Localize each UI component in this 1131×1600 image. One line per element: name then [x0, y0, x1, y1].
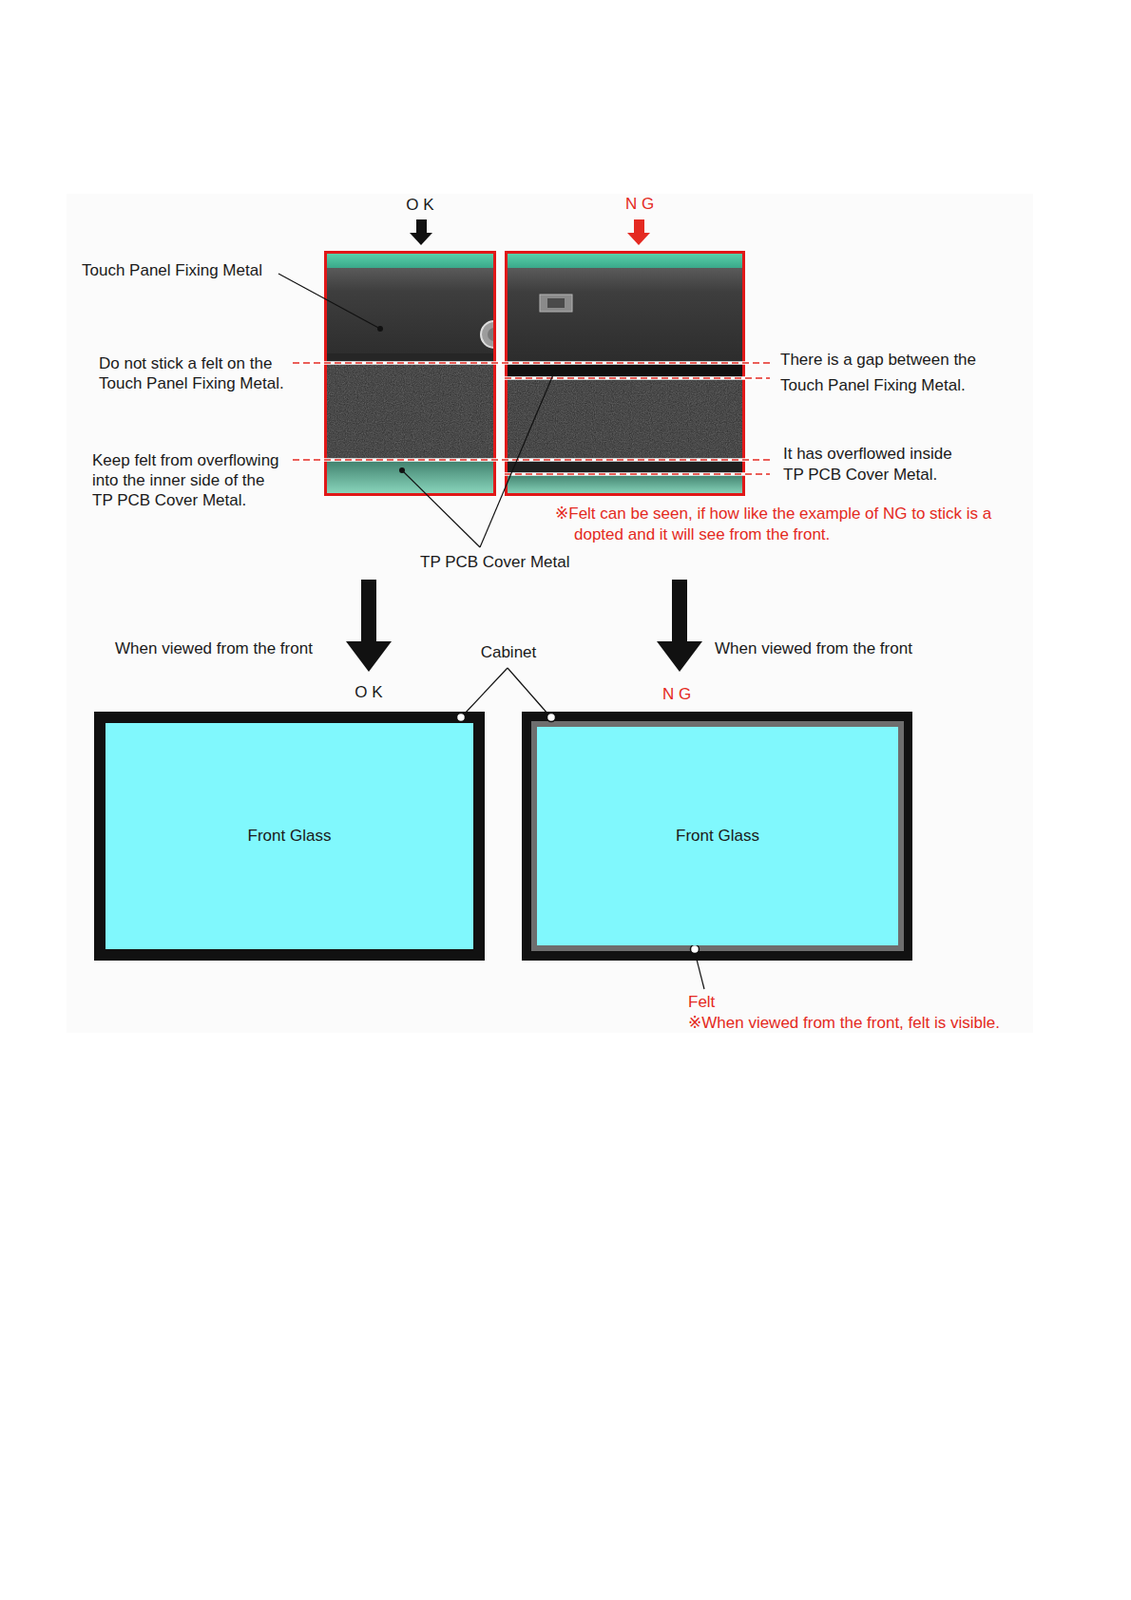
warning-note: ※When viewed from the front, felt is vis…: [688, 1014, 1000, 1034]
down-arrow-ng: [627, 219, 651, 246]
warning-note: ※Felt can be seen, if how like the examp…: [555, 503, 1036, 546]
defect-note: It has overflowed inside TP PCB Cover Me…: [783, 443, 974, 486]
status-mark: N G: [611, 194, 669, 214]
cabinet-frame: [94, 711, 485, 961]
status-mark: O K: [340, 683, 398, 703]
node-text: Front Glass: [675, 826, 760, 846]
instruction-note: Keep felt from overflowing into the inne…: [92, 450, 288, 511]
node-text: Front Glass: [248, 826, 332, 846]
view-note: When viewed from the front: [115, 639, 313, 659]
instruction-note: Do not stick a felt on the Touch Panel F…: [98, 353, 304, 394]
big-down-arrow: [345, 579, 703, 672]
part-name: Cabinet: [479, 643, 537, 663]
part-name: Felt: [688, 993, 715, 1013]
part-name: Touch Panel Fixing Metal: [81, 261, 263, 281]
down-arrow-ok: [409, 219, 433, 246]
view-note: When viewed from the front: [714, 639, 913, 659]
front-glass: Front Glass: [536, 727, 899, 946]
part-name: TP PCB Cover Metal: [420, 553, 570, 573]
defect-note: There is a gap between the Touch Panel F…: [780, 346, 999, 399]
status-mark: O K: [391, 195, 449, 215]
dashed-guide-lines: [292, 363, 770, 475]
front-glass: Front Glass: [105, 723, 474, 950]
cabinet-frame: [521, 711, 913, 961]
background-panel: [66, 193, 1034, 1034]
status-mark: N G: [648, 685, 706, 705]
felt-band: [531, 721, 904, 952]
leader-lines: [278, 273, 557, 548]
